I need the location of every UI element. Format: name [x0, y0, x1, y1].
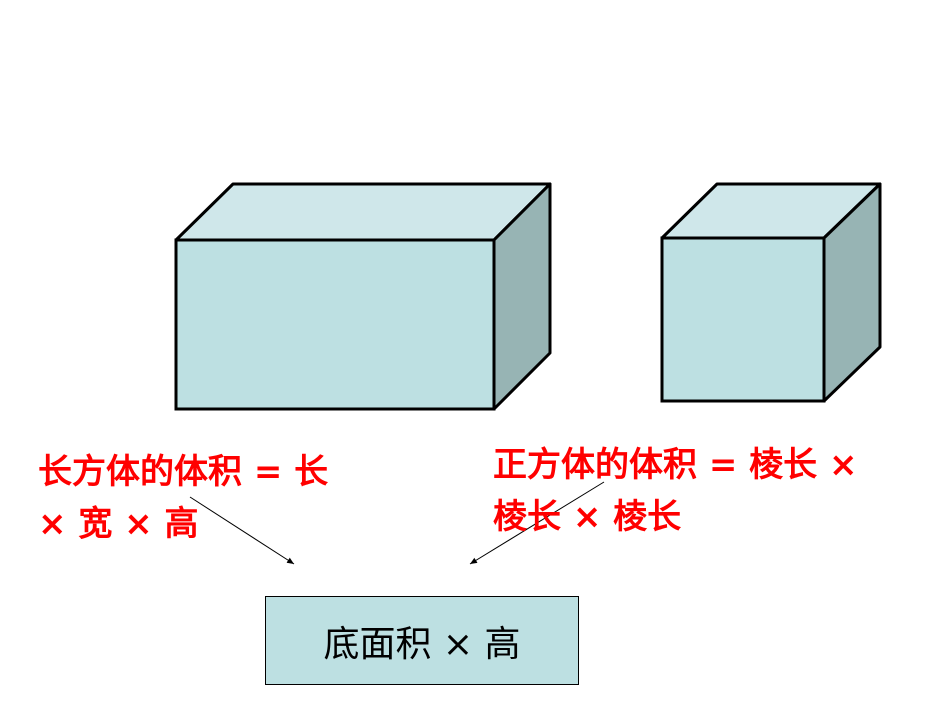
cuboid-formula-line-1: 长方体的体积 = 长 [38, 452, 329, 492]
cuboid-arrow [189, 496, 295, 565]
cuboid-shape [174, 182, 552, 411]
cuboid-formula-line-2: × 宽 × 高 [38, 504, 199, 544]
cube-formula-line-1: 正方体的体积 = 棱长 × [493, 445, 858, 485]
cube-shape [660, 182, 882, 403]
cube-arrow [469, 481, 605, 565]
cube-front-face [660, 236, 826, 403]
cube-formula-line-2: 棱长 × 棱长 [493, 497, 682, 537]
result-formula: 底面积 × 高 [323, 623, 521, 665]
cuboid-front-face [174, 238, 496, 411]
result-box: 底面积 × 高 [265, 596, 579, 685]
cuboid-top-face [174, 182, 552, 242]
